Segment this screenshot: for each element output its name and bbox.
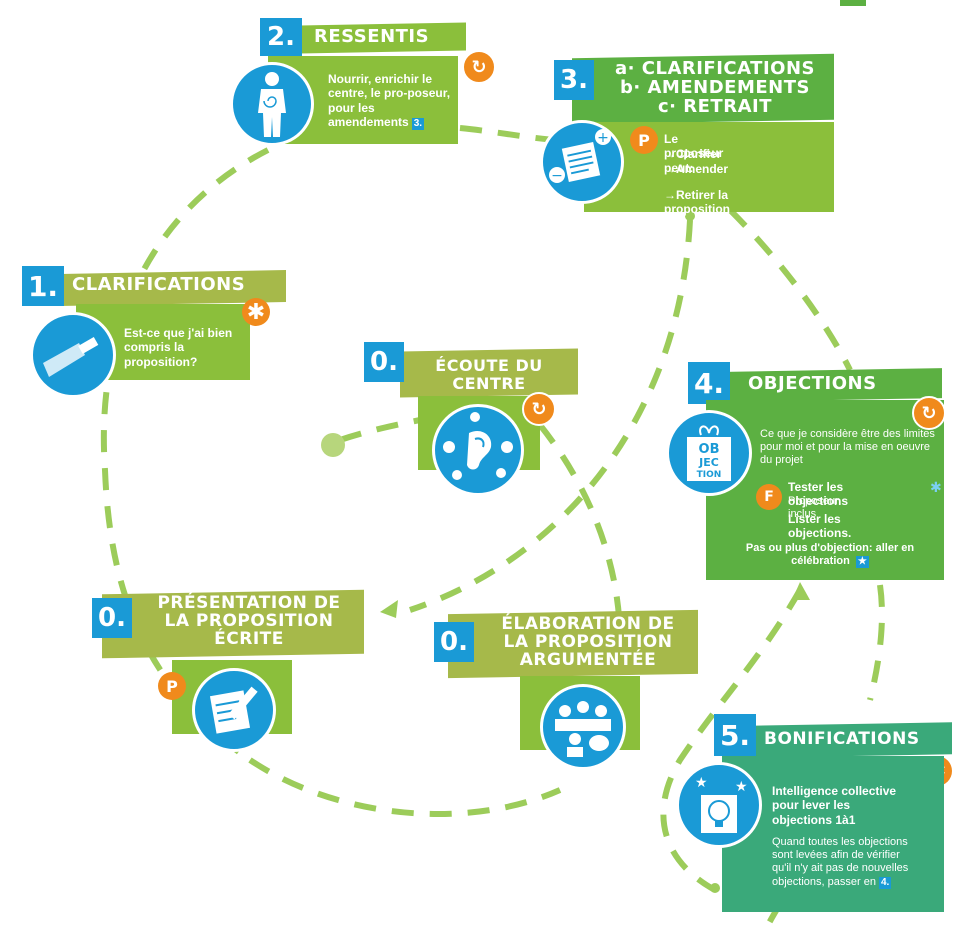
svg-text:TION: TION [697,470,722,480]
svg-text:−: − [551,168,563,184]
arrow-left [380,600,398,618]
path-4-5 [867,584,885,701]
star-icon: ★ [855,556,869,569]
person-icon [258,72,286,137]
clarif-amend-title-b: b· AMENDEMENTS [620,77,810,98]
elaboration-number: 0. [434,622,474,662]
clarif-amend-panel [584,122,834,212]
pencil-paper-icon [209,686,258,734]
objections-f-badge: F [756,484,782,510]
ecoute-title-2: CENTRE [452,374,526,393]
ressentis-person-circle [230,62,314,146]
svg-text:JEC: JEC [698,456,719,469]
clarif-amend-number: 3. [554,60,594,100]
presentation-write-circle [192,668,276,752]
ecoute-number: 0. [364,342,404,382]
ecoute-center-circle [432,404,524,496]
elaboration-title-3: ARGUMENTÉE [519,650,657,670]
path-center [339,417,421,443]
clarif-amend-item1: →Clarifier [664,147,722,161]
path-outer-left [100,147,270,763]
svg-text:★: ★ [735,779,748,795]
elaboration-title-1: ÉLABORATION DE [501,614,675,634]
clarifications-text: Est-ce que j'ai bien compris la proposit… [124,326,233,369]
clarif-amend-document-circle: + − [540,120,624,204]
bonifications-ref-badge: 4. [878,876,892,889]
path-5-left [660,588,803,893]
bonifications-title: BONIFICATIONS [764,729,920,749]
bonifications-text-body: Quand toutes les objections sont levées … [772,836,909,888]
path-bottom [248,757,562,817]
gift-icon: OB JEC TION [687,425,731,481]
svg-text:+: + [597,130,609,146]
path-3-left [409,219,693,613]
objections-test-asterisk-icon: ✱ [930,480,942,496]
ressentis-text: Nourrir, enrichir le centre, le pro-pose… [328,72,458,131]
objections-final-text: Pas ou plus d'objection: aller en célébr… [745,542,915,568]
clarifications-flashlight-circle [30,312,116,398]
center-dot [321,433,345,457]
path-center-right [537,423,623,641]
presentation-title-2: LA PROPOSITION [164,611,334,631]
node-dot-3 [685,211,695,221]
elaboration-title-2: LA PROPOSITION [503,632,673,652]
bonifications-idea-circle: ★ ★ [676,762,762,848]
bonifications-number: 5. [714,714,756,756]
objections-title: OBJECTIONS [748,373,877,394]
clarifications-title: CLARIFICATIONS [72,274,246,295]
bonifications-lead: Intelligence collective pour lever les o… [772,784,897,827]
objections-gift-circle: OB JEC TION [666,410,752,496]
path-3-4 [727,207,853,372]
presentation-title-3: ÉCRITE [214,629,284,649]
ressentis-title: RESSENTIS [314,26,430,47]
objections-text: Ce que je considère être des limites pou… [760,428,935,467]
clarif-amend-title-a: a· CLARIFICATIONS [615,58,815,79]
ressentis-ref-badge: 3. [411,118,425,131]
svg-text:OB: OB [699,442,720,457]
presentation-title-1: PRÉSENTATION DE [157,593,341,613]
clarif-amend-p-badge: P [630,126,658,154]
ressentis-text-body: Nourrir, enrichir le centre, le pro-pose… [328,72,451,130]
node-dot-5 [710,883,720,893]
top-corner-mark [840,0,866,6]
ressentis-number: 2. [260,18,302,56]
objections-cycle-icon: ↻ [912,396,946,430]
clarif-amend-title-c: c· RETRAIT [658,96,772,117]
objections-list: Lister les objections. [788,512,852,541]
clarif-amend-lead: Le proposeur peut: [664,132,724,175]
svg-text:★: ★ [695,775,708,791]
asterisk-icon: ✱ [242,298,270,326]
objections-test-sub: Proposeur inclus [788,495,839,521]
clarifications-number: 1. [22,266,64,306]
elaboration-group-circle [540,684,626,770]
ecoute-title-1: ÉCOUTE DU [435,356,543,375]
presentation-p-badge: P [158,672,186,700]
bonifications-text: Quand toutes les objections sont levées … [772,836,922,889]
cycle-icon: ↻ [462,50,496,84]
group-discussion-icon [555,701,611,757]
presentation-number: 0. [92,598,132,638]
ear-icon [443,412,513,480]
objections-final: Pas ou plus d'objection: aller en célébr… [740,542,920,569]
clarif-amend-item3: →Retirer la proposition [664,188,730,217]
objections-test: Tester les objections [788,480,849,509]
lightbulb-icon: ★ ★ [695,775,748,833]
objections-number: 4. [688,362,730,404]
arrow-up [792,582,810,600]
bonifications-panel [722,756,944,912]
document-icon: + − [549,129,611,184]
flashlight-icon [43,337,99,377]
clarif-amend-item2: →Amender [664,162,729,176]
ecoute-cycle-icon: ↻ [522,392,556,426]
